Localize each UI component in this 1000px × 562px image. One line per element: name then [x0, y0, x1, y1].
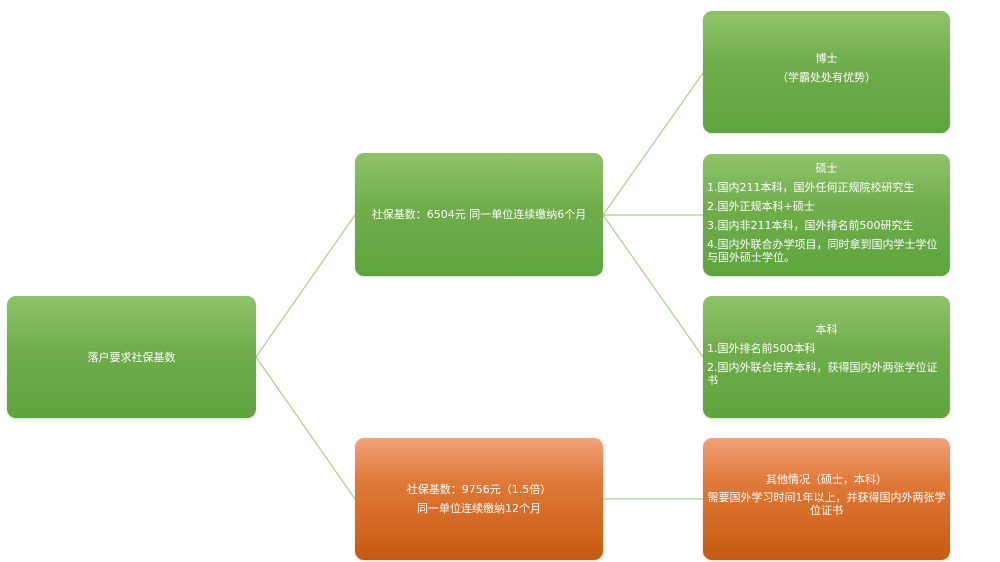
master-item-1: 1.国内211本科，国外任何正规院校研究生 — [707, 181, 915, 194]
other-note: 需要国外学习时间1年以上，并获得国内外两张学位证书 — [707, 491, 946, 517]
branch-a-node: 社保基数：6504元 同一单位连续缴纳6个月 — [355, 153, 603, 276]
phd-node: 博士 （学霸处处有优势） — [703, 11, 950, 133]
branch-a-label: 社保基数：6504元 同一单位连续缴纳6个月 — [371, 208, 587, 221]
other-title: 其他情况（硕士，本科） — [766, 473, 887, 486]
bachelor-title: 本科 — [815, 323, 838, 336]
bachelor-item-2: 2.国内外联合培养本科，获得国内外两张学位证书 — [707, 361, 938, 387]
master-item-4: 4.国内外联合办学项目，同时拿到国内学士学位与国外硕士学位。 — [707, 238, 938, 264]
connector-root-branch-b — [255, 356, 356, 500]
connector-branch-a-phd — [602, 72, 704, 216]
branch-b-line1: 社保基数：9756元（1.5倍） — [406, 483, 552, 496]
root-label: 落户要求社保基数 — [87, 350, 176, 364]
branch-b-node: 社保基数：9756元（1.5倍） 同一单位连续缴纳12个月 — [355, 438, 603, 560]
master-node: 硕士 1.国内211本科，国外任何正规院校研究生 2.国外正规本科+硕士 3.国… — [703, 154, 950, 276]
master-item-3: 3.国内非211本科，国外排名前500研究生 — [707, 219, 914, 232]
bachelor-item-1: 1.国外排名前500本科 — [707, 342, 816, 355]
connector-branch-a-bachelor — [602, 214, 704, 358]
phd-note: （学霸处处有优势） — [777, 71, 876, 84]
other-node: 其他情况（硕士，本科） 需要国外学习时间1年以上，并获得国内外两张学位证书 — [703, 438, 950, 560]
phd-title: 博士 — [815, 52, 838, 65]
connector-root-branch-a — [255, 214, 356, 358]
root-node: 落户要求社保基数 — [7, 296, 256, 418]
master-item-2: 2.国外正规本科+硕士 — [707, 200, 815, 213]
master-title: 硕士 — [815, 162, 838, 175]
branch-b-line2: 同一单位连续缴纳12个月 — [417, 502, 541, 515]
bachelor-node: 本科 1.国外排名前500本科 2.国内外联合培养本科，获得国内外两张学位证书 — [703, 296, 950, 418]
